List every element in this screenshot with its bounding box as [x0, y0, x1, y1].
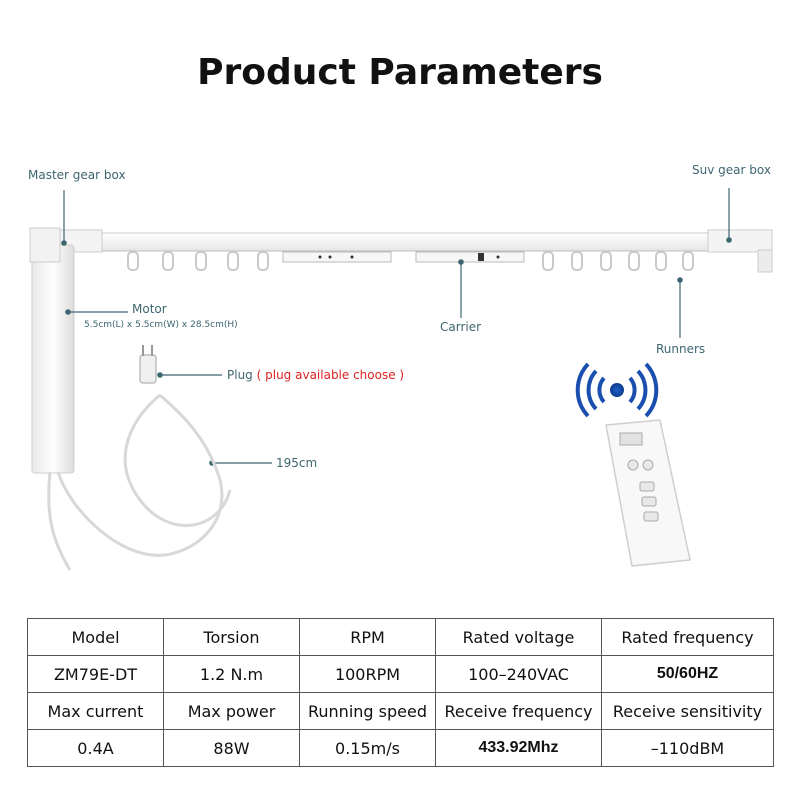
plug-label-text: Plug	[227, 368, 253, 382]
table-cell: Torsion	[163, 618, 300, 656]
table-cell: 1.2 N.m	[163, 655, 300, 693]
curtain-motor-diagram	[29, 188, 773, 571]
table-cell: –110dBM	[601, 729, 774, 767]
carrier-left	[282, 251, 392, 263]
table-cell: 0.4A	[27, 729, 164, 767]
label-runners: Runners	[656, 342, 706, 356]
table-cell: Max power	[163, 692, 300, 730]
table-cell: Receive frequency	[435, 692, 602, 730]
callout-lines	[61, 188, 732, 466]
table-cell: ZM79E-DT	[27, 655, 164, 693]
table-cell: 88W	[163, 729, 300, 767]
table-header-row: Max current Max power Running speed Rece…	[27, 692, 774, 730]
suv-gear-box	[707, 229, 773, 273]
runners-left	[127, 251, 269, 271]
table-cell: 50/60HZ	[601, 655, 774, 693]
table-cell: 100RPM	[299, 655, 436, 693]
label-motor: Motor	[132, 302, 167, 316]
label-plug: Plug ( plug available choose )	[227, 368, 404, 382]
table-row: ZM79E-DT 1.2 N.m 100RPM 100–240VAC 50/60…	[27, 655, 774, 693]
table-cell: Max current	[27, 692, 164, 730]
table-cell: 433.92Mhz	[435, 729, 602, 767]
runners-right	[542, 251, 694, 271]
wifi-signal-icon	[575, 362, 659, 418]
table-row: 0.4A 88W 0.15m/s 433.92Mhz –110dBM	[27, 729, 774, 767]
table-header-row: Model Torsion RPM Rated voltage Rated fr…	[27, 618, 774, 656]
table-cell: Rated frequency	[601, 618, 774, 656]
curtain-rail	[61, 232, 773, 252]
plug-note: ( plug available choose )	[256, 368, 405, 382]
motor-body	[29, 227, 75, 474]
label-suv-gear-box: Suv gear box	[692, 163, 771, 177]
label-cable-length: 195cm	[276, 456, 318, 470]
label-master-gear-box: Master gear box	[28, 168, 126, 182]
parameters-table: Model Torsion RPM Rated voltage Rated fr…	[27, 618, 774, 767]
table-cell: 100–240VAC	[435, 655, 602, 693]
table-cell: Running speed	[299, 692, 436, 730]
table-cell: 0.15m/s	[299, 729, 436, 767]
table-cell: Rated voltage	[435, 618, 602, 656]
remote-control-icon	[605, 419, 691, 567]
table-cell: Model	[27, 618, 164, 656]
plug-cable	[47, 345, 232, 571]
table-cell: Receive sensitivity	[601, 692, 774, 730]
page-title: Product Parameters	[197, 52, 603, 93]
table-cell: RPM	[299, 618, 436, 656]
carrier-right	[415, 251, 525, 263]
label-motor-dimensions: 5.5cm(L) x 5.5cm(W) x 28.5cm(H)	[84, 320, 238, 330]
label-carrier: Carrier	[440, 320, 482, 334]
